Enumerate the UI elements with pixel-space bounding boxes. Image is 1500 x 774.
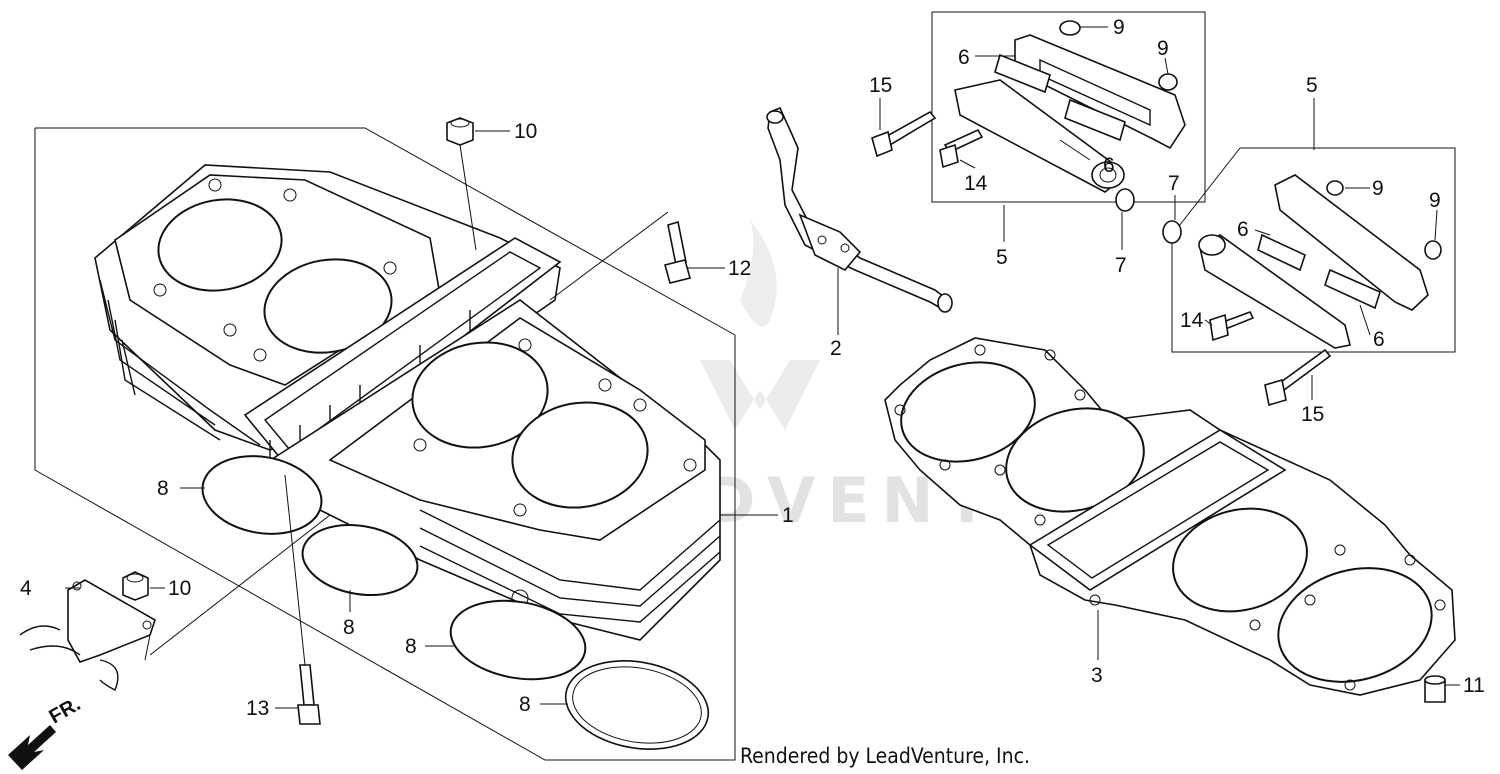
collar: [1424, 675, 1446, 703]
callout-9-d: 9: [1429, 189, 1441, 212]
o-ring: [301, 524, 419, 596]
cylinder-block-group: FR.: [8, 117, 736, 770]
reed-plate: [1257, 233, 1306, 272]
reed-plate: [1064, 98, 1126, 142]
nut: [122, 571, 149, 601]
seal-ring: [1162, 220, 1182, 244]
o-ring: [449, 599, 587, 681]
callout-9-b: 9: [1157, 37, 1169, 60]
front-block: [253, 299, 721, 641]
o-ring: [564, 660, 710, 750]
callout-11: 11: [1463, 674, 1485, 697]
callout-5-upper: 5: [996, 246, 1008, 269]
credit-text: Rendered by LeadVenture, Inc.: [740, 744, 1030, 768]
callout-8-c: 8: [405, 635, 417, 658]
callout-6-c: 6: [1237, 218, 1249, 241]
reed-assembly-upper: [871, 11, 1206, 203]
callout-8-d: 8: [519, 693, 531, 716]
bracket: [19, 579, 156, 691]
callout-12: 12: [728, 257, 751, 280]
watermark-logo: [700, 220, 820, 430]
callout-15-a: 15: [869, 74, 892, 97]
callout-14-b: 14: [1180, 309, 1204, 332]
callout-7-b: 7: [1168, 172, 1180, 195]
callout-10-b: 10: [168, 577, 191, 600]
callout-6-d: 6: [1373, 328, 1385, 351]
callout-10-a: 10: [514, 120, 537, 143]
callout-9-a: 9: [1113, 16, 1125, 39]
callout-8-a: 8: [157, 477, 169, 500]
callout-6-a: 6: [958, 46, 970, 69]
head-gasket: [884, 337, 1456, 696]
reed-plate: [1324, 268, 1381, 310]
callout-4: 4: [20, 577, 32, 600]
bolt: [664, 220, 691, 284]
callout-1: 1: [782, 504, 794, 527]
direction-label: FR.: [46, 693, 85, 728]
leader-lines: [65, 26, 1460, 709]
o-ring: [201, 455, 323, 535]
callout-6-b: 6: [1103, 154, 1115, 177]
callout-labels: 1 2 3 4 5 5 6 6 6 6 7 7 8 8 8 8 9 9 9 9 …: [20, 16, 1485, 720]
callout-7-a: 7: [1115, 254, 1127, 277]
reed-assembly-lower: [1171, 147, 1456, 407]
callout-13: 13: [246, 697, 269, 720]
callout-15-b: 15: [1301, 403, 1324, 426]
callout-14-a: 14: [964, 172, 988, 195]
callout-8-b: 8: [343, 616, 355, 639]
bolt: [297, 664, 321, 725]
water-pipe: [766, 106, 953, 313]
reed-plate: [994, 53, 1051, 94]
seal-ring: [1115, 188, 1135, 212]
direction-arrow: FR.: [8, 693, 84, 770]
o-rings: [201, 455, 710, 750]
callout-9-c: 9: [1372, 177, 1384, 200]
callout-5-lower: 5: [1306, 74, 1318, 97]
nut: [446, 117, 474, 146]
callout-2: 2: [830, 337, 842, 360]
callout-3: 3: [1091, 664, 1103, 687]
